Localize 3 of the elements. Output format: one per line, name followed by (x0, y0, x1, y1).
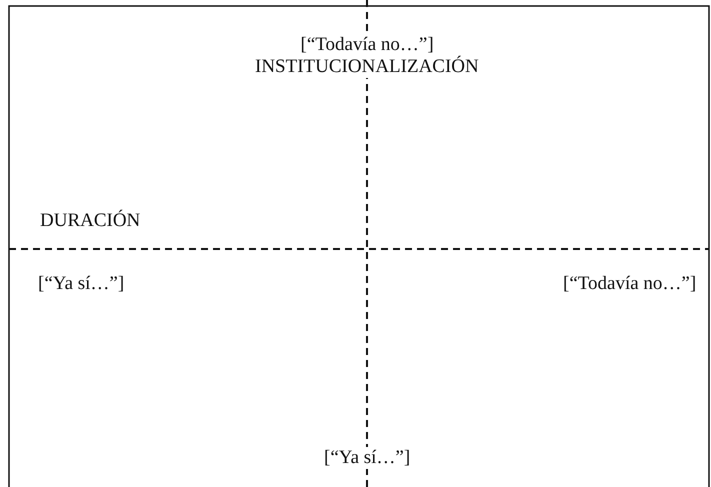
axis-title: INSTITUCIONALIZACIÓN (255, 56, 479, 78)
axis-end-label: [“Ya sí…”] (324, 447, 410, 469)
axis-end-label: [“Todavía no…”] (300, 34, 434, 56)
